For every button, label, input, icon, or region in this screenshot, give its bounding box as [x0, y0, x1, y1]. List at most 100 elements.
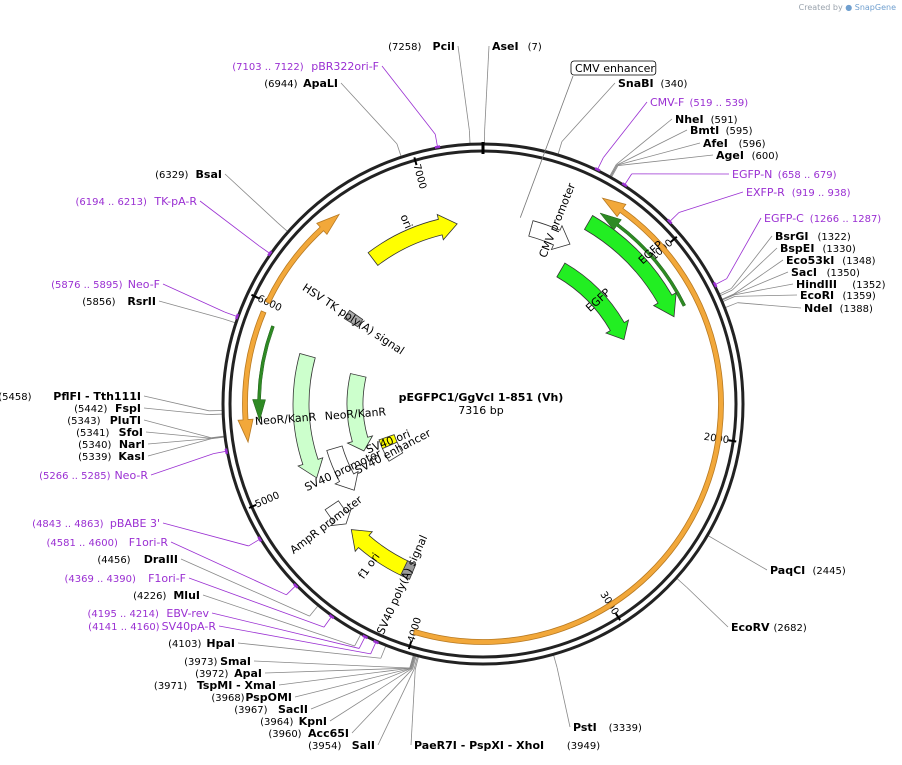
plasmid-size: 7316 bp [458, 404, 503, 417]
label-position: (519 .. 539) [690, 98, 749, 109]
leader-line [733, 271, 789, 295]
label-position: (3339) [609, 723, 642, 734]
primer-tk-pa-r: TK-pA-R(6194 .. 6213) [75, 195, 273, 257]
tick-label: 5000 [254, 490, 282, 510]
leader-line [596, 157, 604, 171]
label-name: BsrGI [775, 230, 808, 243]
label-position: (7258) [388, 42, 421, 53]
site-smai: SmaI(3973) [184, 655, 251, 668]
leader-line [323, 615, 333, 628]
leader-line [556, 667, 571, 728]
leader-line [552, 654, 558, 668]
feature-label: HSV TK poly(A) signal [300, 281, 407, 357]
label-position: (7103 .. 7122) [232, 62, 304, 73]
leader-line [162, 283, 226, 313]
label-position: (596) [739, 139, 766, 150]
leader-line [714, 278, 727, 286]
site-eco53ki: Eco53kI(1348) [786, 254, 876, 267]
site-asei: AseI(7) [492, 40, 542, 53]
leader-line [310, 668, 412, 710]
label-position: (5458) [0, 392, 32, 403]
label-position: (3972) [195, 669, 228, 680]
feature-label: NeoR/KanR [324, 405, 387, 423]
label-name: pBABE 3' [110, 517, 160, 530]
label-name: ApaLI [303, 77, 338, 90]
leader-line [162, 522, 249, 547]
label-name: PflFI - Tth111I [53, 390, 141, 403]
tick-mark [614, 612, 621, 621]
label-position: (4103) [168, 639, 201, 650]
label-position: (6329) [155, 170, 188, 181]
site-ndei: NdeI(1388) [804, 302, 873, 315]
site-paer7i-pspxi-xhoi: PaeR7I - PspXI - XhoI(3949) [414, 739, 600, 752]
site-hpai: HpaI(4103) [168, 637, 235, 650]
feature-arrow [324, 500, 352, 527]
label-name: Acc65I [308, 727, 349, 740]
label-name: SnaBI [618, 77, 654, 90]
site-apali: ApaLI(6944) [264, 77, 338, 90]
leader-line [213, 450, 228, 455]
label-name: NarI [119, 438, 145, 451]
feature-hsv-tk-poly-a-signal: HSV TK poly(A) signal [300, 281, 407, 357]
tick-mark [251, 293, 260, 300]
feature-cmv-enhancer: CMV enhancer [519, 60, 657, 218]
primer-sv40pa-r: SV40pA-R(4141 .. 4160) [88, 620, 379, 645]
label-position: (600) [752, 151, 779, 162]
label-position: (4226) [133, 591, 166, 602]
site-sacii: SacII(3967) [234, 703, 308, 716]
leader-line [409, 654, 415, 669]
site-afei: AfeI(596) [703, 137, 766, 150]
label-name: EGFP-N [732, 168, 772, 181]
site-kpni: KpnI(3964) [260, 715, 327, 728]
leader-line [623, 173, 633, 186]
leader-line [468, 130, 471, 145]
leader-line [414, 655, 420, 670]
leader-line [211, 436, 226, 440]
label-position: (4843 .. 4863) [32, 519, 104, 530]
leader-line [377, 669, 415, 746]
label-name: FspI [115, 402, 141, 415]
primer-marker [712, 281, 718, 288]
credit-brand: SnapGene [854, 3, 896, 12]
label-name: DraIII [144, 553, 178, 566]
leader-line [617, 142, 701, 166]
leader-line [351, 668, 414, 734]
label-position: (1350) [827, 268, 860, 279]
leader-line [410, 669, 416, 746]
feature-egfp: EGFP [556, 262, 630, 341]
leader-line [147, 438, 212, 457]
leader-line [170, 541, 287, 596]
label-name: KasI [118, 450, 145, 463]
site-agei: AgeI(600) [716, 149, 779, 162]
feature-arrow [343, 309, 364, 328]
leader-line [370, 640, 377, 655]
leader-line [199, 200, 260, 247]
leader-line [668, 212, 680, 223]
feature-arrow [350, 529, 413, 578]
label-position: (4456) [97, 555, 130, 566]
primer-marker [362, 634, 369, 640]
label-name: NdeI [804, 302, 833, 315]
tick-mark [407, 641, 413, 650]
center-title: pEGFPC1/GgVcl 1-851 (Vh) 7316 bp [399, 391, 564, 417]
leader-line [412, 655, 417, 669]
primer-marker [235, 313, 240, 320]
site-mlui: MluI(4226) [133, 589, 200, 602]
feature-ori: ori [367, 212, 458, 266]
label-position: (5876 .. 5895) [51, 280, 123, 291]
leader-line [719, 541, 768, 571]
site-nhei: NheI(591) [675, 113, 738, 126]
plasmid-name: pEGFPC1/GgVcl 1-851 (Vh) [399, 391, 564, 404]
site-bmti: BmtI(595) [690, 124, 753, 137]
site-ecori: EcoRI(1359) [800, 289, 876, 302]
site-fspi: FspI(5442) [74, 402, 141, 415]
primer-marker [434, 145, 441, 149]
leader-line [309, 605, 319, 617]
credit-prefix: Created by [798, 3, 843, 12]
leader-line [737, 302, 802, 309]
feature-arrow [346, 373, 374, 452]
feature-arrow [292, 353, 324, 479]
label-position: (595) [726, 126, 753, 137]
feature-arrow [378, 434, 398, 450]
label-name: ApaI [234, 667, 262, 680]
